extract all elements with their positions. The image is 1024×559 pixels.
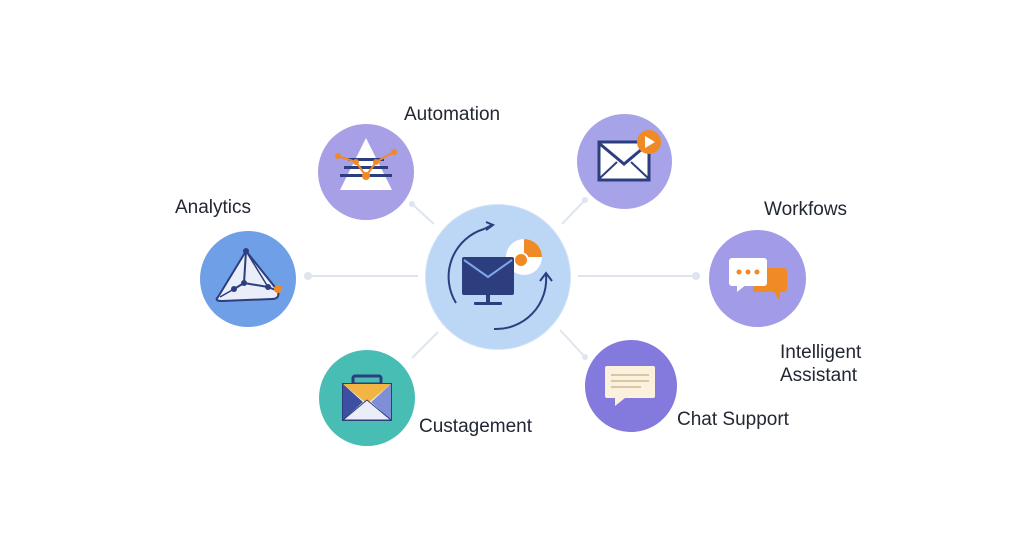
connector-hub-custagement (411, 331, 439, 359)
monitor-email-cycle-icon (447, 221, 553, 331)
node-workflows[interactable] (709, 230, 806, 327)
connector-dot-workflows (692, 272, 700, 280)
node-automation[interactable] (318, 124, 414, 220)
label-analytics: Analytics (175, 197, 252, 218)
node-email-play[interactable] (577, 114, 672, 209)
connector-dot-email-play (582, 197, 588, 203)
connector-hub-automation (411, 203, 435, 225)
connector-dot-automation (409, 201, 415, 207)
node-analytics[interactable] (200, 231, 296, 327)
message-card-icon (605, 366, 655, 406)
label-intelligent-assistant: Intelligent Assistant (780, 342, 862, 386)
label-custagement: Custagement (419, 416, 533, 437)
open-envelope-icon (341, 374, 393, 421)
label-workflows: Workfows (764, 199, 848, 220)
connector-dot-chat-support (582, 354, 588, 360)
node-chat-support[interactable] (585, 340, 677, 432)
connector-dot-analytics (304, 272, 312, 280)
chat-bubbles-icon (729, 258, 787, 300)
node-custagement[interactable] (319, 350, 415, 446)
central-hub[interactable] (426, 205, 570, 349)
label-chat-support: Chat Support (677, 409, 789, 430)
email-play-icon (597, 130, 661, 182)
connector-hub-chat-support (559, 329, 586, 358)
network-graph-icon (215, 248, 282, 303)
label-automation: Automation (404, 104, 501, 125)
connector-hub-email-play (561, 199, 586, 225)
pyramid-network-icon (335, 138, 397, 190)
